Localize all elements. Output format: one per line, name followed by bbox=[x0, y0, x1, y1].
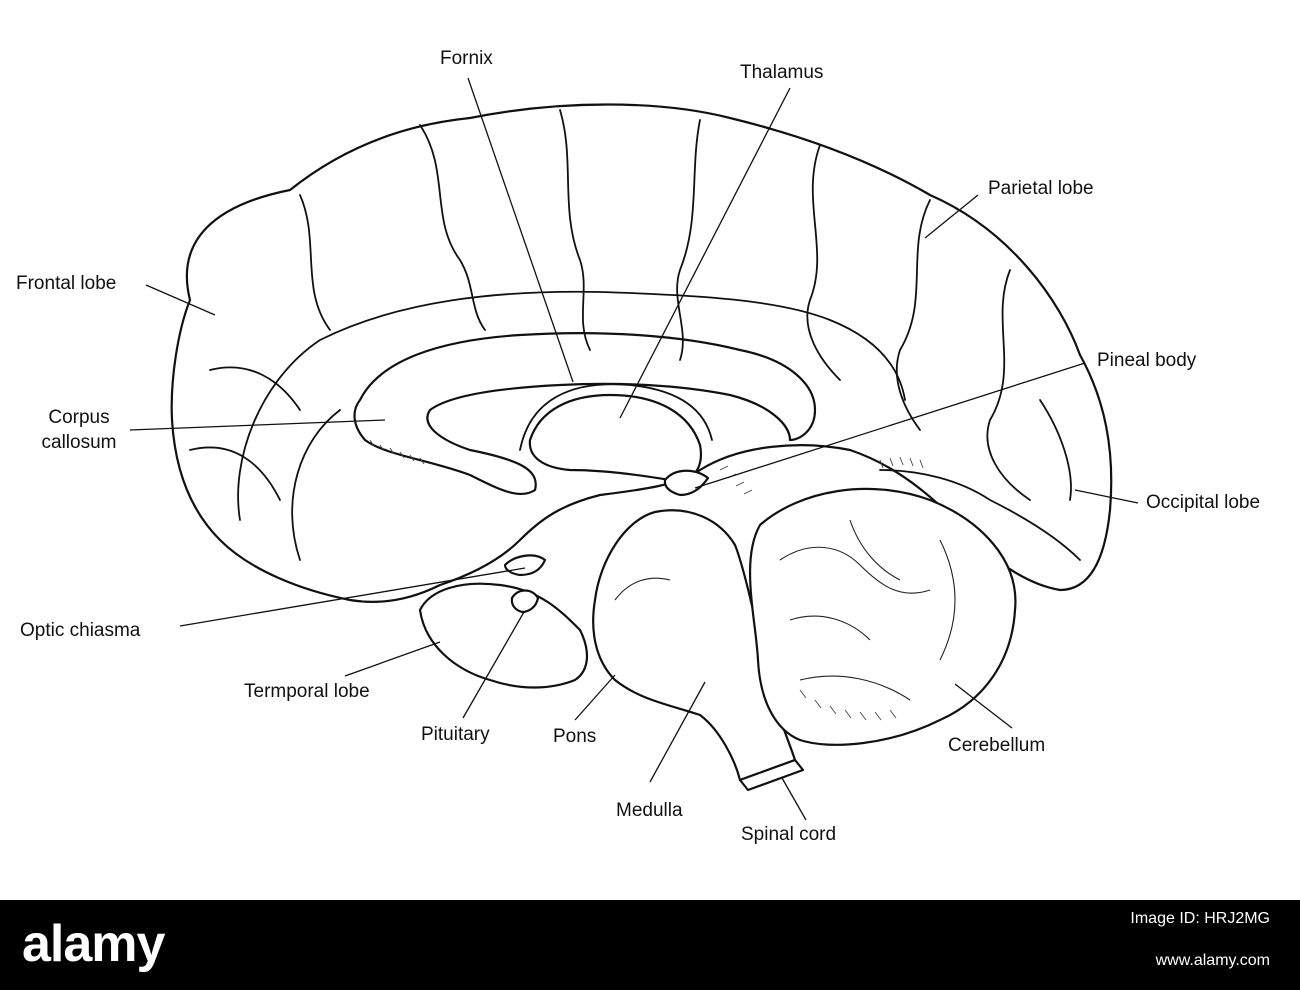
medulla-label: Medulla bbox=[616, 800, 683, 821]
optic-chiasma-shape bbox=[503, 554, 547, 577]
fornix-leader bbox=[467, 77, 574, 383]
brain-sagittal-diagram bbox=[129, 77, 1139, 821]
pons-leader bbox=[574, 674, 616, 721]
pineal-body-leader bbox=[694, 362, 1086, 489]
occipital-lobe-leader bbox=[1074, 489, 1139, 504]
thalamus-label: Thalamus bbox=[740, 62, 824, 83]
fornix-arc bbox=[519, 383, 713, 451]
medulla-leader bbox=[649, 681, 706, 783]
thalamus-region bbox=[528, 393, 703, 483]
corpus-callosum-label-line1: Corpus bbox=[48, 407, 110, 428]
site-url-text: www.alamy.com bbox=[1155, 952, 1270, 969]
cerebellum-shape bbox=[749, 487, 1017, 746]
parietal-lobe-label: Parietal lobe bbox=[988, 178, 1094, 199]
pons-label: Pons bbox=[553, 726, 597, 747]
spinal-cord-leader bbox=[781, 777, 807, 821]
occipital-lobe-label: Occipital lobe bbox=[1146, 492, 1261, 513]
image-id-text: Image ID: HRJ2MG bbox=[1130, 910, 1270, 927]
temporal-lobe-shape bbox=[418, 582, 588, 689]
spinal-cord-label: Spinal cord bbox=[741, 824, 837, 845]
cerebellum-leader bbox=[954, 683, 1013, 729]
central-sulcus bbox=[676, 119, 701, 361]
optic-chiasma-leader bbox=[179, 567, 526, 627]
watermark-footer: alamy Image ID: HRJ2MG www.alamy.com bbox=[0, 900, 1300, 990]
frontal-lobe-label: Frontal lobe bbox=[16, 273, 117, 294]
temporal-lobe-leader bbox=[344, 641, 441, 677]
pineal-body-label: Pineal body bbox=[1097, 350, 1197, 371]
pituitary-shape bbox=[510, 589, 540, 614]
optic-chiasma-label: Optic chiasma bbox=[20, 620, 141, 641]
alamy-logo: alamy bbox=[22, 915, 165, 973]
thalamus-leader bbox=[619, 87, 791, 419]
temporal-lobe-label: Termporal lobe bbox=[244, 681, 370, 702]
fornix-label: Fornix bbox=[440, 48, 493, 69]
cerebellum-label: Cerebellum bbox=[948, 735, 1046, 756]
pituitary-label: Pituitary bbox=[421, 724, 490, 745]
corpus-callosum-label-line2: callosum bbox=[41, 432, 117, 453]
cingulate-sulcus bbox=[237, 290, 906, 521]
parietal-lobe-leader bbox=[924, 194, 979, 239]
frontal-lobe-leader bbox=[145, 284, 216, 316]
pineal-body-shape bbox=[663, 469, 710, 497]
pituitary-leader bbox=[462, 611, 525, 719]
spinal-cord-shape bbox=[738, 758, 805, 792]
corpus-callosum-leader bbox=[129, 419, 386, 431]
